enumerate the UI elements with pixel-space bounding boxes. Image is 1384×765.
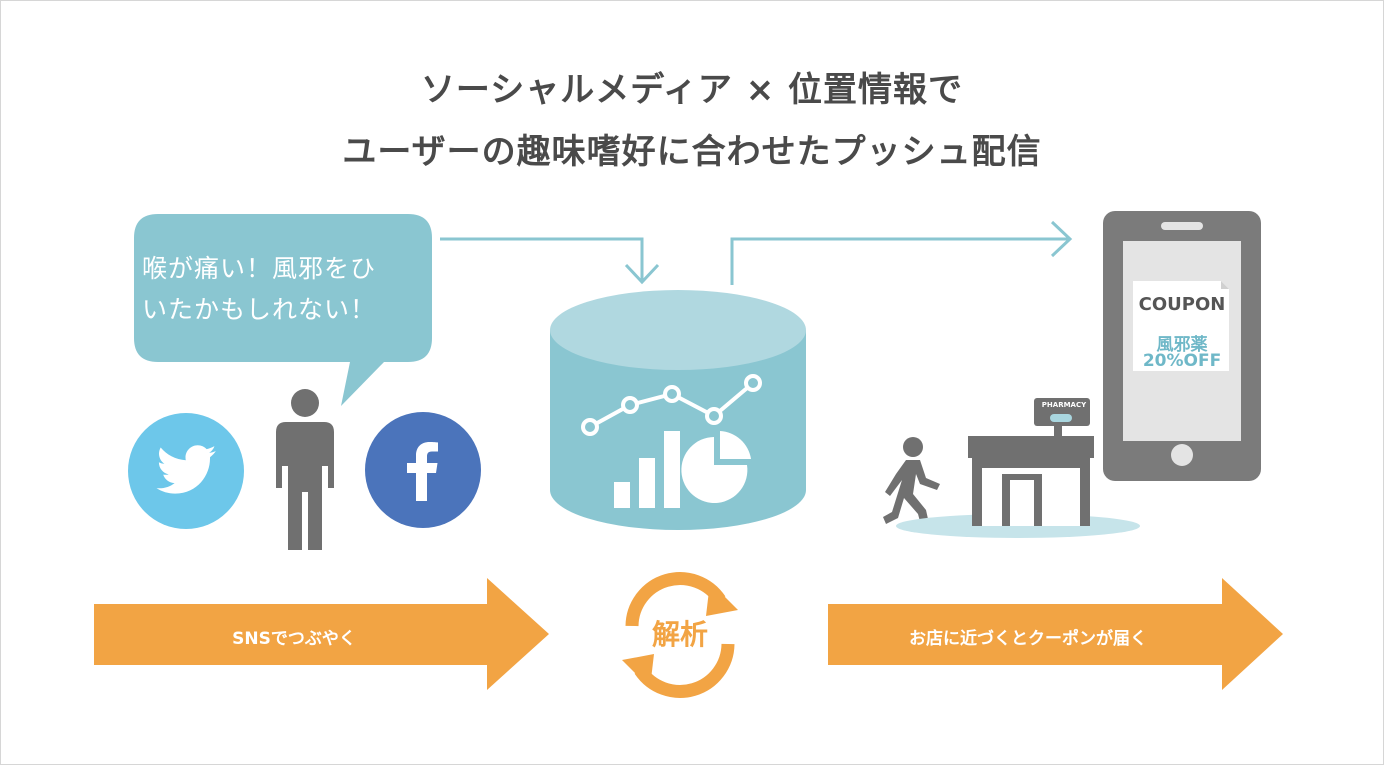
- coupon-card: [1133, 281, 1229, 371]
- step-label-sns: SNSでつぶやく: [232, 629, 356, 649]
- facebook-icon: [365, 412, 481, 528]
- person-icon: [276, 389, 334, 550]
- smartphone-icon: [1103, 211, 1261, 481]
- pie-chart-icon: [681, 431, 751, 503]
- bar-chart-icon: [614, 431, 680, 508]
- coupon-title: COUPON: [1138, 294, 1226, 315]
- database-icon: [550, 290, 806, 530]
- speech-bubble-text: 喉が痛い！風邪をひ いたかもしれない！: [142, 254, 377, 324]
- title-line-1: ソーシャルメディア × 位置情報で: [420, 70, 964, 110]
- walking-person-icon: [883, 437, 940, 529]
- step-arrow-right: [828, 578, 1283, 690]
- step-label-analysis: 解析: [651, 618, 708, 651]
- line-chart-icon: [581, 374, 762, 436]
- coupon-product: 風邪薬: [1156, 335, 1208, 355]
- pharmacy-sign-text: PHARMACY: [1041, 401, 1087, 409]
- title-line-2: ユーザーの趣味嗜好に合わせたプッシュ配信: [342, 132, 1042, 172]
- step-arrow-left: [94, 578, 549, 690]
- twitter-icon: [128, 413, 244, 529]
- step-label-coupon: お店に近づくとクーポンが届く: [909, 629, 1147, 649]
- pharmacy-store-icon: [896, 398, 1140, 538]
- refresh-cycle-icon: [622, 572, 738, 698]
- coupon-discount: 20%OFF: [1142, 351, 1222, 371]
